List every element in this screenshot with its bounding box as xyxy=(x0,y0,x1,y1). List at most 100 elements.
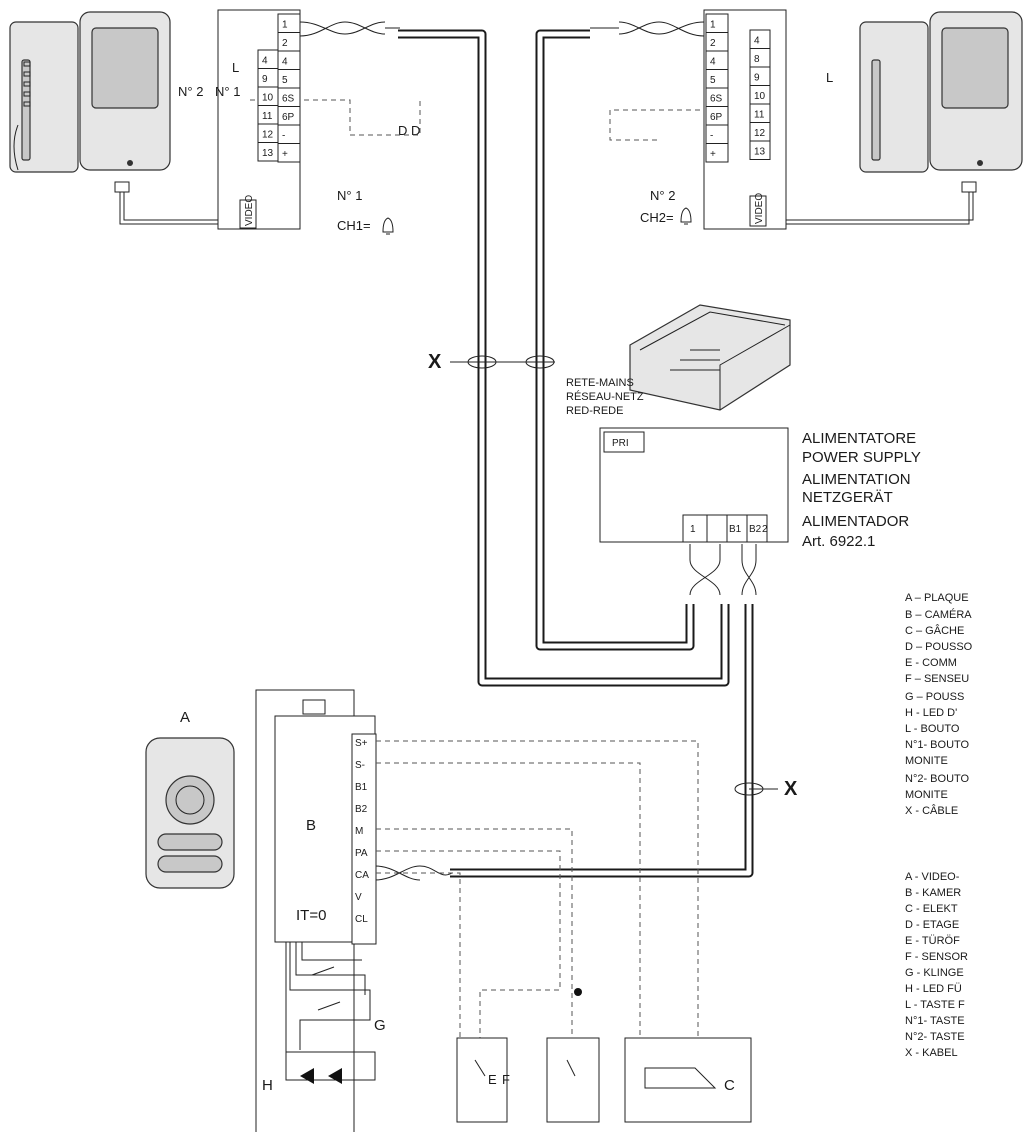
outdoor-panel-module: B IT=0 S+ S- B1 B2 M PA CA V CL G H xyxy=(255,689,386,1132)
monitor-2-relay-terminal-cell xyxy=(749,140,771,160)
monitor-1-main-terminal-label: 4 xyxy=(282,57,288,68)
power-supply-box: PRI 1 B1 B2 2 xyxy=(599,427,789,543)
monitor-1-relay-terminals: 4 9 10 11 12 13 xyxy=(257,49,279,162)
label-c: C xyxy=(724,1077,735,1094)
panel-terminal-cl: CL xyxy=(355,914,368,925)
legend-de-2: B - KAMER xyxy=(905,887,961,899)
monitor-1-keypad xyxy=(23,61,31,107)
legend-de-4: D - ETAGE xyxy=(905,919,959,931)
panel-label-it: IT=0 xyxy=(296,907,326,924)
panel-terminal-pa: PA xyxy=(355,848,368,859)
legend-fr-5: E - COMM xyxy=(905,657,957,669)
monitor-2-chime-icon xyxy=(680,207,692,225)
monitor-1-number: N° 1 xyxy=(337,188,362,203)
cable-x-markers: X X xyxy=(428,351,798,800)
dashed-control-wiring xyxy=(250,99,700,1080)
legend-de-11: N°2- TASTE xyxy=(905,1031,965,1043)
monitor-2-main-terminal-label: 6S xyxy=(710,94,723,105)
monitor-2-video-label: VIDEO xyxy=(754,193,765,224)
monitor-1-main-terminal-label: 2 xyxy=(282,38,288,49)
monitor-2-main-terminal-label: 1 xyxy=(710,20,716,31)
monitor-1-label-dd: D D xyxy=(398,123,420,138)
monitor-2-number: N° 2 xyxy=(650,188,675,203)
monitor-1-relay-terminal-cell xyxy=(257,49,279,69)
panel-terminal-b1: B1 xyxy=(355,782,368,793)
mains-label-2: RÉSEAU-NETZ xyxy=(566,390,644,403)
power-supply-module-drawing xyxy=(629,304,791,411)
bus-cables xyxy=(398,29,754,878)
monitor-1-main-terminal-label: 6S xyxy=(282,94,295,105)
power-supply-pri: PRI xyxy=(612,438,629,449)
monitor-2-relay-terminal-cell xyxy=(749,29,771,49)
led-icon-1 xyxy=(300,1068,314,1084)
legend-fr-3: C – GÂCHE xyxy=(905,624,964,637)
legend-de-5: E - TÜRÖF xyxy=(905,935,960,947)
legend-fr-7: G – POUSS xyxy=(905,691,964,703)
monitor-1-device xyxy=(9,11,240,225)
monitor-2-main-terminal-label: 4 xyxy=(710,57,716,68)
legend-de-10: N°1- TASTE xyxy=(905,1015,965,1027)
monitor-2-relay-terminal-label: 8 xyxy=(754,54,760,65)
panel-label-g: G xyxy=(374,1017,386,1034)
legend-de: A - VIDEO- B - KAMER C - ELEKT D - ETAGE… xyxy=(905,871,968,1059)
monitor-2-main-terminal-label: 6P xyxy=(710,112,723,123)
legend-de-12: X - KABEL xyxy=(905,1047,958,1059)
monitor-1-main-terminal-label: + xyxy=(282,149,288,160)
power-supply-terminal-b1: B1 xyxy=(729,524,742,535)
monitor-1-label-l: L xyxy=(232,60,239,75)
monitor-2-relay-terminal-label: 4 xyxy=(754,36,760,47)
legend-fr-12: N°2- BOUTO xyxy=(905,773,970,785)
monitor-1-video-label: VIDEO xyxy=(244,195,255,226)
legend-de-7: G - KLINGE xyxy=(905,967,964,979)
power-supply-name-de: NETZGERÄT xyxy=(802,489,893,506)
panel-label-a: A xyxy=(180,709,190,726)
monitor-2-relay-terminal-label: 11 xyxy=(754,110,765,121)
cable-x-label-right: X xyxy=(784,778,798,800)
power-supply-terminal-b2: B2 xyxy=(749,524,762,535)
panel-terminal-s-minus: S- xyxy=(355,760,365,771)
legend-fr-1: A – PLAQUE xyxy=(905,592,969,604)
panel-label-b: B xyxy=(306,817,316,834)
monitor-1-relay-terminal-label: 13 xyxy=(262,148,274,159)
monitor-1-relay-terminal-label: 12 xyxy=(262,130,274,141)
monitor-2-main-terminal-label: + xyxy=(710,149,716,160)
monitor-1-relay-terminal-label: 11 xyxy=(262,111,273,122)
panel-terminal-ca: CA xyxy=(355,870,369,881)
power-supply-name-it: ALIMENTATORE xyxy=(802,430,916,447)
monitor-1-chime: CH1= xyxy=(337,218,371,233)
monitor-1-relay-terminal-label: 10 xyxy=(262,93,274,104)
panel-terminal-b2: B2 xyxy=(355,804,368,815)
monitor-1-relay-terminal-cell xyxy=(257,68,279,88)
legend-fr-14: X - CÂBLE xyxy=(905,804,958,817)
power-supply-terminal-2: 2 xyxy=(762,524,768,535)
legend-fr-9: L - BOUTO xyxy=(905,723,960,735)
monitor-2-terminal-block: VIDEO N° 2 CH2= L xyxy=(640,9,833,230)
twisted-pair-joins xyxy=(299,21,757,881)
power-supply-name-en: POWER SUPPLY xyxy=(802,449,921,466)
monitor-2-label-l: L xyxy=(826,70,833,85)
legend-fr-10: N°1- BOUTO xyxy=(905,739,970,751)
cable-x-label-top: X xyxy=(428,351,442,373)
monitor-2-relay-terminal-label: 10 xyxy=(754,91,766,102)
monitor-2-main-terminal-label: 2 xyxy=(710,38,716,49)
legend-fr-13: MONITE xyxy=(905,789,948,801)
monitor-2-relay-terminal-label: 13 xyxy=(754,147,766,158)
power-supply-name-fr: ALIMENTATION xyxy=(802,471,911,488)
power-supply-terminal-1: 1 xyxy=(690,524,696,535)
monitor-1-relay-terminal-label: 4 xyxy=(262,56,268,67)
monitor-2-main-terminal-label: - xyxy=(710,131,713,142)
legend-de-6: F - SENSOR xyxy=(905,951,968,963)
monitor-1-main-terminal-label: 5 xyxy=(282,75,288,86)
monitor-1-relay-terminal-cell xyxy=(257,142,279,162)
monitor-1-relay-terminal-label: 9 xyxy=(262,74,268,85)
legend-de-9: L - TASTE F xyxy=(905,999,965,1011)
legend-fr-4: D – POUSSO xyxy=(905,641,973,653)
monitor-2-relay-terminal-cell xyxy=(749,66,771,86)
legend-fr-8: H - LED D' xyxy=(905,707,957,719)
outdoor-panel-drawing xyxy=(145,737,235,889)
monitor-1-main-terminal-label: 1 xyxy=(282,20,288,31)
monitor-1-chime-icon xyxy=(382,217,394,235)
